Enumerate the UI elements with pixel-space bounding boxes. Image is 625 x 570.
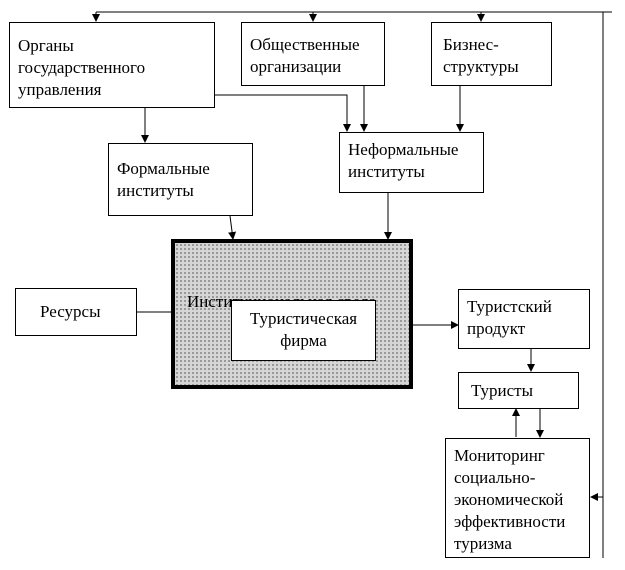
informal-line-1: Неформальные <box>348 140 459 159</box>
monitoring-line-2: социально- <box>454 468 536 487</box>
business-line-1: Бизнес- <box>443 35 499 54</box>
resources-box: Ресурсы <box>15 288 137 336</box>
informal-line-2: институты <box>348 162 425 181</box>
monitoring-box: Мониторинг социально- экономической эффе… <box>445 438 590 558</box>
gov-line-2: государственного <box>18 58 146 77</box>
monitoring-line-5: туризма <box>454 534 512 553</box>
gov-line-1: Органы <box>18 36 74 55</box>
product-line-2: продукт <box>467 319 526 338</box>
resources-line-1: Ресурсы <box>40 302 101 321</box>
tourist-product-box: Туристский продукт <box>458 289 590 349</box>
gov-line-3: управления <box>18 80 102 99</box>
monitoring-line-4: эффективности <box>454 512 566 531</box>
business-line-2: структуры <box>443 57 519 76</box>
product-line-1: Туристский <box>467 297 552 316</box>
formal-line-1: Формальные <box>117 159 210 178</box>
tourists-box: Туристы <box>458 372 579 409</box>
monitoring-line-1: Мониторинг <box>454 446 545 465</box>
firm-line-2: фирма <box>280 331 327 350</box>
tourist-firm-box: Туристическая фирма <box>231 300 376 361</box>
public-line-2: организации <box>250 57 342 76</box>
informal-institutions-box: Неформальные институты <box>339 132 484 193</box>
monitoring-line-3: экономической <box>454 490 564 509</box>
formal-line-2: институты <box>117 181 194 200</box>
business-box: Бизнес- структуры <box>431 22 552 86</box>
public-line-1: Общественные <box>250 35 360 54</box>
formal-institutions-box: Формальные институты <box>108 143 253 216</box>
public-orgs-box: Общественные организации <box>241 22 385 86</box>
tourists-line-1: Туристы <box>471 381 534 400</box>
firm-line-1: Туристическая <box>249 309 358 328</box>
arrow-gov-informal <box>215 94 351 132</box>
gov-bodies-box: Органы государственного управления <box>9 22 215 108</box>
arrow-formal-env <box>228 215 237 240</box>
